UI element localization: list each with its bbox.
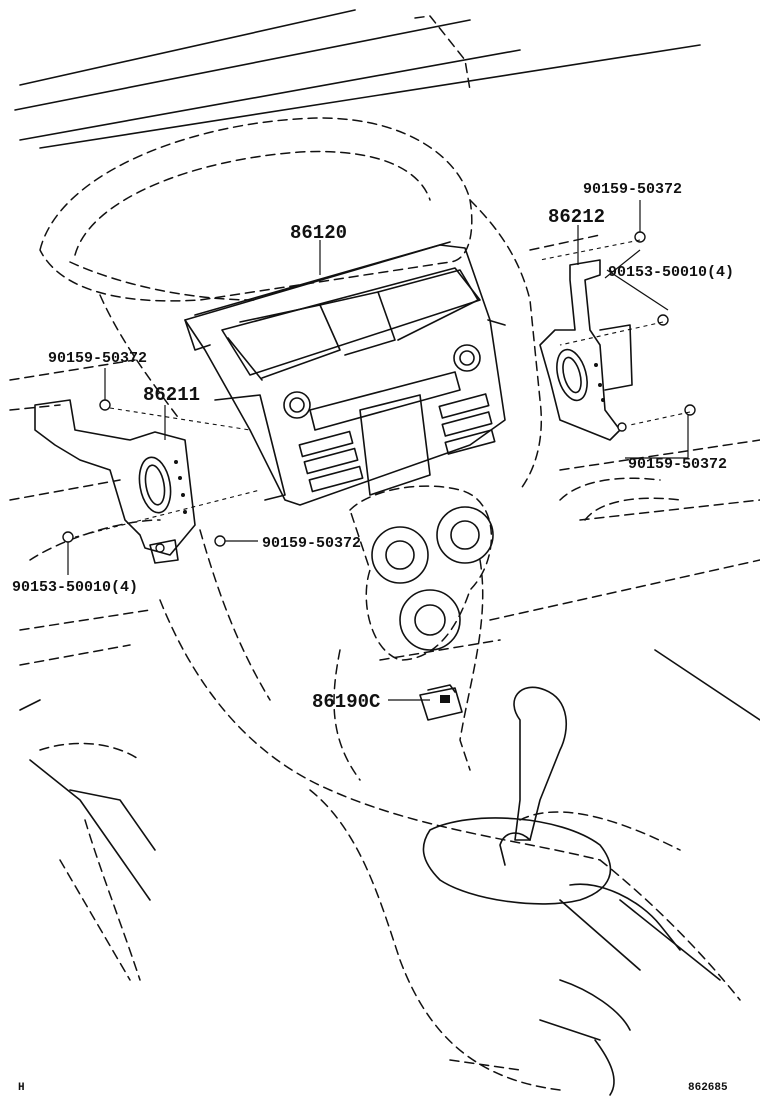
label-screw-right-lower: 90159-50372 xyxy=(628,456,727,473)
switch-86190c xyxy=(419,684,463,721)
label-screw-center: 90159-50372 xyxy=(262,535,361,552)
dash-outline xyxy=(9,199,760,1091)
footer-left-code: H xyxy=(18,1082,25,1094)
heater-control-panel xyxy=(349,485,494,661)
footer-right-code: 862685 xyxy=(688,1082,728,1094)
label-nut-right: 90153-50010(4) xyxy=(608,264,734,281)
screw-icons xyxy=(62,231,696,553)
audio-head-unit xyxy=(184,241,506,506)
leader-lines xyxy=(67,200,691,701)
label-nut-left: 90153-50010(4) xyxy=(12,579,138,596)
windshield-outline xyxy=(14,9,701,149)
shift-lever xyxy=(422,686,721,1096)
label-screw-left-upper: 90159-50372 xyxy=(48,350,147,367)
right-bracket xyxy=(539,259,633,441)
label-86212: 86212 xyxy=(548,206,605,228)
left-door-outline xyxy=(19,649,760,981)
label-86190c: 86190C xyxy=(312,691,380,713)
label-screw-top-right: 90159-50372 xyxy=(583,181,682,198)
label-86120: 86120 xyxy=(290,222,347,244)
label-86211: 86211 xyxy=(143,384,200,406)
meter-hood-outline xyxy=(39,117,473,302)
